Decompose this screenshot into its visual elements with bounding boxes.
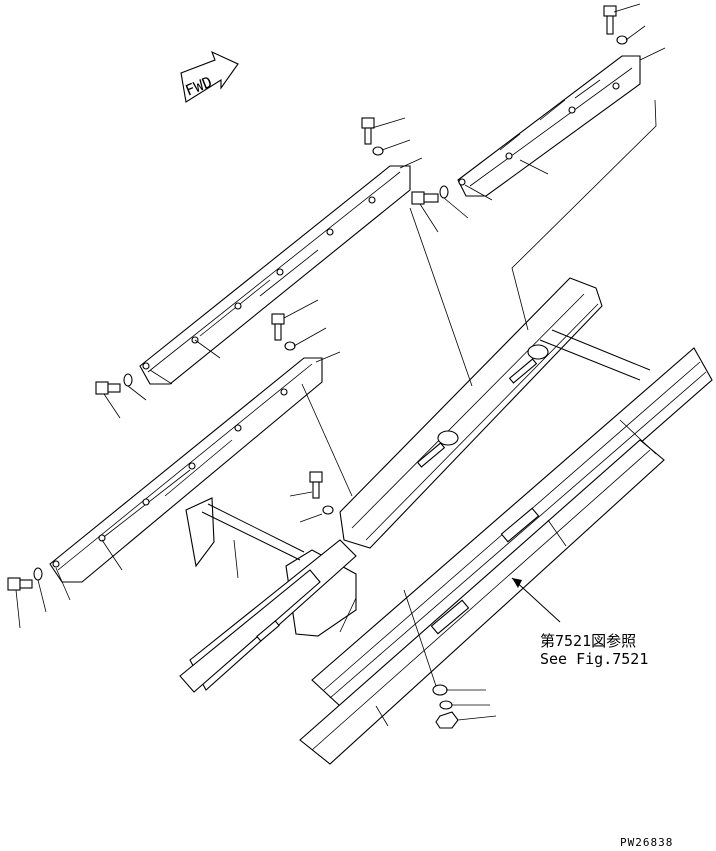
main-frame-right (299, 347, 713, 765)
hardware (432, 684, 497, 729)
reference-leader (511, 577, 561, 623)
upper-left-bracket (139, 157, 423, 385)
reference-label-en: See Fig.7521 (540, 650, 648, 668)
bolt (464, 3, 666, 201)
lower-left-bracket (49, 351, 341, 601)
main-frame-left (179, 539, 357, 693)
upper-right-bracket (457, 55, 641, 197)
bolt (7, 471, 334, 629)
bolt (95, 117, 469, 419)
drawing-number: PW26838 (620, 836, 673, 849)
cross-beam (301, 99, 657, 549)
fwd-arrow: FWD (180, 50, 239, 103)
reference-label-jp: 第7521図参照 (540, 632, 636, 650)
